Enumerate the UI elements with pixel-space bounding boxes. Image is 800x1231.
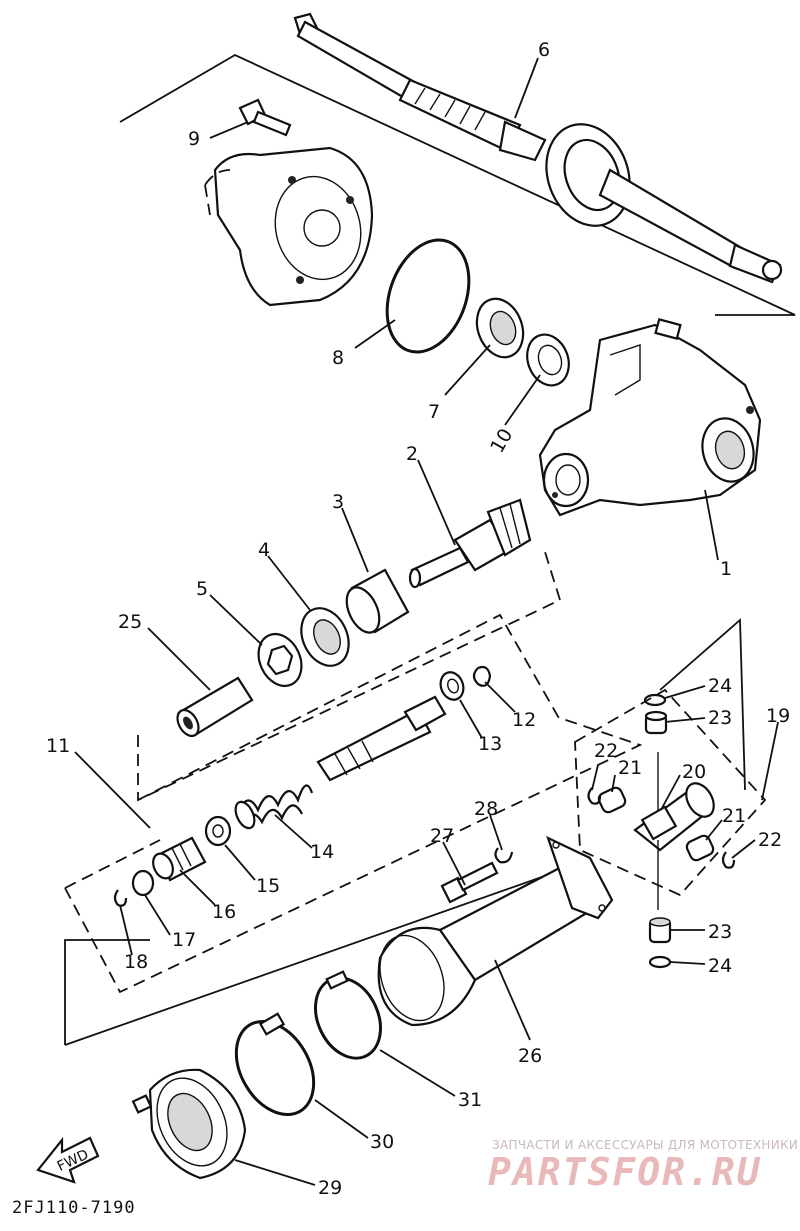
circlip-part-24a: [643, 693, 667, 707]
gear-part-16: [152, 836, 207, 882]
bearing-cap-part-21a: [597, 786, 627, 814]
callout-28: 28: [474, 798, 498, 820]
frame-universal-joint: [574, 688, 767, 897]
frame-long-line: [64, 939, 150, 1045]
callout-4: 4: [258, 539, 270, 561]
callout-27: 27: [430, 825, 454, 847]
callout-15: 15: [256, 875, 280, 897]
callout-16: 16: [212, 901, 236, 923]
callout-18: 18: [124, 951, 148, 973]
callout-5: 5: [196, 578, 208, 600]
pinion-gear-part-2: [408, 498, 532, 589]
washer-part-13: [439, 671, 465, 701]
callout-2: 2: [406, 443, 418, 465]
bearing-part-4: [300, 607, 350, 667]
callout-29: 29: [318, 1177, 342, 1199]
bearing-cap-part-23a: [644, 710, 668, 735]
callout-1: 1: [720, 558, 732, 580]
callout-21b: 21: [722, 805, 746, 827]
drive-shaft-part: [293, 12, 783, 284]
watermark-logo: PARTSFOR.RU: [488, 1150, 762, 1194]
boot-ring-part-29: [131, 1068, 247, 1180]
circlip-part-22a: [587, 787, 602, 805]
drawing-code: 2FJ110-7190: [12, 1198, 136, 1218]
callout-10: 10: [486, 425, 517, 457]
clamp-part-30: [234, 1012, 316, 1117]
clamp-part-31: [314, 970, 382, 1060]
callout-3: 3: [332, 491, 344, 513]
nut-part-5: [257, 633, 303, 687]
callout-7: 7: [428, 401, 440, 423]
callout-11: 11: [46, 735, 70, 757]
final-gear-cover-part: [204, 146, 374, 307]
circlip-part-12: [472, 665, 492, 687]
circlip-part-24b: [648, 955, 672, 969]
circlip-part-22b: [721, 851, 736, 869]
callout-31: 31: [458, 1089, 482, 1111]
shaft-tube-part-26: [377, 835, 614, 1027]
washer-part-28: [494, 847, 514, 864]
spacer-part-25: [176, 676, 254, 738]
frame-bearing-group: [137, 551, 562, 802]
callout-8: 8: [332, 347, 344, 369]
callout-23a: 23: [708, 707, 732, 729]
collar-part-17: [131, 869, 155, 897]
callout-6: 6: [538, 39, 550, 61]
callout-19: 19: [766, 705, 790, 727]
bolt-part-9: [238, 98, 292, 137]
callout-12: 12: [512, 709, 536, 731]
callout-24a: 24: [708, 675, 732, 697]
bearing-cap-part-23b: [648, 917, 672, 944]
fwd-arrow-icon: FWD: [36, 1136, 100, 1184]
bearing-part-7: [475, 297, 525, 359]
bearing-cap-part-21b: [685, 834, 715, 862]
frame-right-solid: [659, 618, 746, 791]
spring-part-14: [234, 784, 314, 830]
o-ring-part-8: [385, 238, 471, 354]
gear-case-part-1: [538, 318, 762, 517]
bolt-part-27: [440, 861, 499, 904]
callout-22a: 22: [594, 740, 618, 762]
oil-seal-part-10: [526, 333, 570, 387]
callout-20: 20: [682, 761, 706, 783]
callout-24b: 24: [708, 955, 732, 977]
frame-shaft-group: [137, 613, 561, 801]
washer-part-15: [204, 815, 232, 847]
universal-joint-yoke-part-20: [633, 752, 715, 910]
callout-21a: 21: [618, 757, 642, 779]
callout-25: 25: [118, 611, 142, 633]
callout-22b: 22: [758, 829, 782, 851]
callout-14: 14: [310, 841, 334, 863]
callout-23b: 23: [708, 921, 732, 943]
middle-shaft-part: [316, 695, 447, 782]
leader-lines: [74, 57, 779, 1186]
callout-17: 17: [172, 929, 196, 951]
frame-top-assembly: [119, 53, 796, 316]
callout-13: 13: [478, 733, 502, 755]
callout-labels: 1 2 3 4 5 6 7 8 9 10 11 12 13 14 15 16 1…: [46, 39, 790, 1199]
sleeve-part-3: [345, 568, 410, 634]
callout-9: 9: [188, 128, 200, 150]
callout-26: 26: [518, 1045, 542, 1067]
callout-30: 30: [370, 1131, 394, 1153]
watermark-tagline: ЗАПЧАСТИ И АКСЕССУАРЫ ДЛЯ МОТОТЕХНИКИ: [492, 1138, 799, 1152]
circlip-part-18: [113, 889, 128, 907]
frame-long-diagonal: [64, 859, 591, 1046]
